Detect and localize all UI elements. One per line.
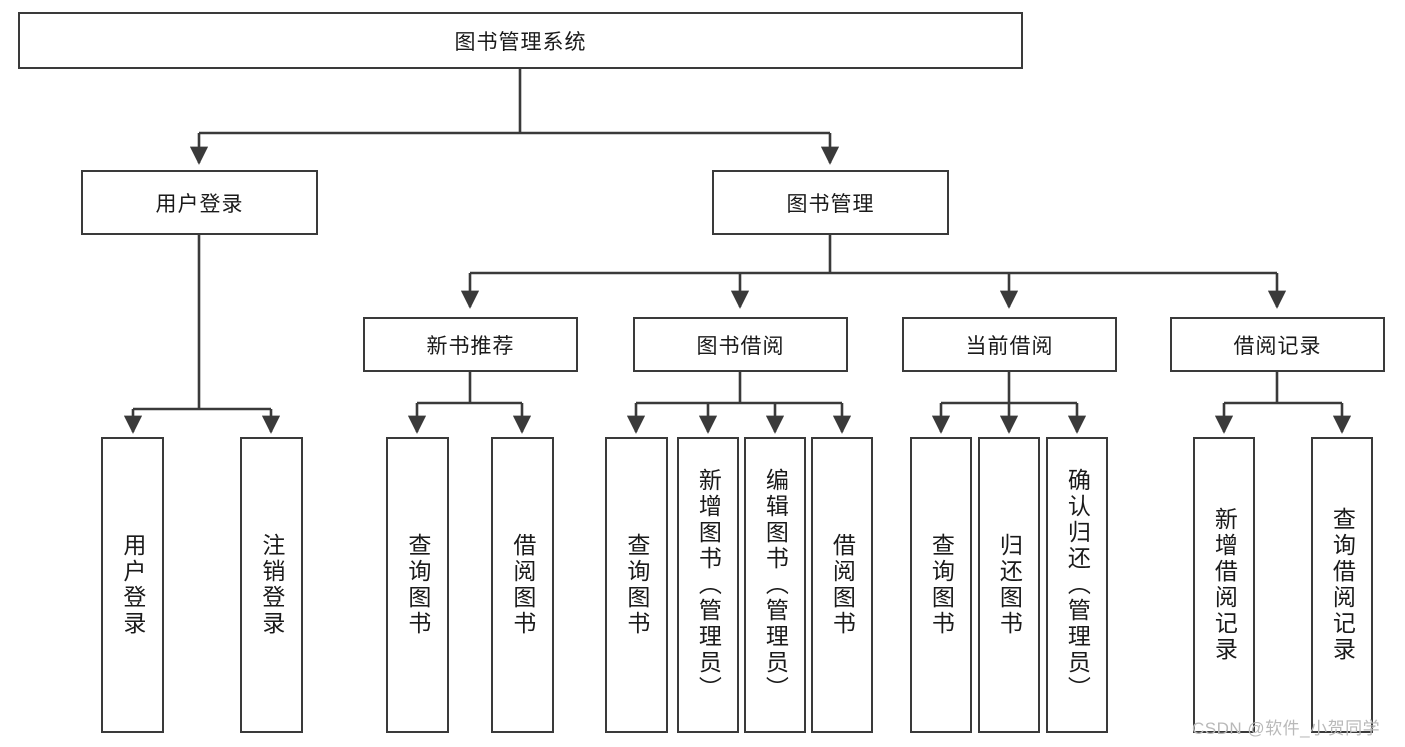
node-label: 查询图书 xyxy=(623,533,650,637)
node-label: 图书管理 xyxy=(786,192,875,216)
node-leaf-query-book-2[interactable]: 查询图书 xyxy=(605,437,668,733)
node-leaf-edit-book[interactable]: 编辑图书（管理员） xyxy=(744,437,806,733)
node-leaf-borrow-book-1[interactable]: 借阅图书 xyxy=(491,437,554,733)
node-label: 借阅记录 xyxy=(1233,334,1322,358)
node-label: 归还图书 xyxy=(996,533,1023,637)
node-book-management[interactable]: 图书管理 xyxy=(712,170,949,235)
node-label: 新增图书（管理员） xyxy=(695,468,722,702)
node-leaf-add-book[interactable]: 新增图书（管理员） xyxy=(677,437,739,733)
node-label: 用户登录 xyxy=(155,192,244,216)
node-current-borrow[interactable]: 当前借阅 xyxy=(902,317,1117,372)
node-leaf-logout-login[interactable]: 注销登录 xyxy=(240,437,303,733)
node-label: 查询图书 xyxy=(928,533,955,637)
node-leaf-query-book-3[interactable]: 查询图书 xyxy=(910,437,972,733)
node-leaf-borrow-book-2[interactable]: 借阅图书 xyxy=(811,437,873,733)
node-label: 新书推荐 xyxy=(426,334,515,358)
node-root-book-management-system[interactable]: 图书管理系统 xyxy=(18,12,1023,69)
node-leaf-confirm-return[interactable]: 确认归还（管理员） xyxy=(1046,437,1108,733)
node-new-book-recommend[interactable]: 新书推荐 xyxy=(363,317,578,372)
node-label: 编辑图书（管理员） xyxy=(762,468,789,702)
node-label: 用户登录 xyxy=(119,533,146,637)
node-label: 注销登录 xyxy=(258,533,285,637)
node-leaf-add-record[interactable]: 新增借阅记录 xyxy=(1193,437,1255,733)
node-borrow-record[interactable]: 借阅记录 xyxy=(1170,317,1385,372)
node-label: 图书借阅 xyxy=(696,334,785,358)
node-leaf-query-record[interactable]: 查询借阅记录 xyxy=(1311,437,1373,733)
node-label: 借阅图书 xyxy=(509,533,536,637)
node-label: 查询借阅记录 xyxy=(1329,507,1356,663)
csdn-watermark: CSDN @软件_小贺同学 xyxy=(1192,719,1381,738)
node-label: 确认归还（管理员） xyxy=(1064,468,1091,702)
node-leaf-query-book-1[interactable]: 查询图书 xyxy=(386,437,449,733)
node-label: 当前借阅 xyxy=(965,334,1054,358)
node-label: 新增借阅记录 xyxy=(1211,507,1238,663)
node-label: 查询图书 xyxy=(404,533,431,637)
node-user-login[interactable]: 用户登录 xyxy=(81,170,318,235)
node-book-borrow[interactable]: 图书借阅 xyxy=(633,317,848,372)
node-leaf-user-login[interactable]: 用户登录 xyxy=(101,437,164,733)
node-label: 借阅图书 xyxy=(829,533,856,637)
node-leaf-return-book[interactable]: 归还图书 xyxy=(978,437,1040,733)
node-label: 图书管理系统 xyxy=(454,30,587,54)
